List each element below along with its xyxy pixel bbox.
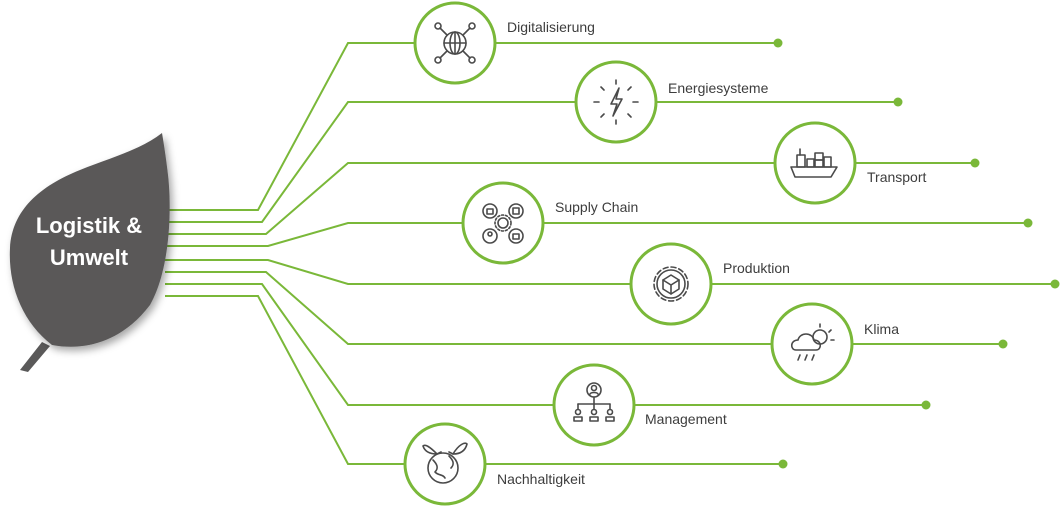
end-dot <box>893 97 903 107</box>
leaf-stem <box>20 342 50 372</box>
leaf-body <box>9 133 170 347</box>
node-transport <box>773 121 857 205</box>
branch-line-digitalisierung <box>165 42 778 211</box>
branch-line-transport <box>165 162 975 235</box>
supply-chain-cycle-icon <box>482 203 524 244</box>
globe-network-icon <box>434 22 476 64</box>
label-produktion: Produktion <box>723 260 790 276</box>
label-management: Management <box>645 411 727 427</box>
lightning-icon <box>593 79 639 125</box>
branch-line-produktion <box>165 259 1055 285</box>
center-title: Logistik & Umwelt <box>14 210 164 274</box>
label-transport: Transport <box>867 169 927 185</box>
end-dot <box>970 158 980 168</box>
node-supply-chain <box>461 181 545 265</box>
label-energiesysteme: Energiesysteme <box>668 80 769 96</box>
node-nachhaltigkeit <box>403 422 487 506</box>
branch-line-management <box>165 283 926 406</box>
end-dot <box>1023 218 1033 228</box>
gear-cube-icon <box>653 266 689 302</box>
label-klima: Klima <box>864 321 900 337</box>
node-digitalisierung <box>413 1 497 85</box>
branch-line-klima <box>165 271 1003 345</box>
node-produktion <box>629 242 713 326</box>
end-dot <box>998 339 1008 349</box>
branch-line-nachhaltigkeit <box>165 295 783 465</box>
node-klima <box>770 302 854 386</box>
end-dots <box>773 38 1060 469</box>
node-energiesysteme <box>574 60 658 144</box>
org-chart-icon <box>573 382 615 422</box>
leaf-shape <box>9 133 170 372</box>
branch-lines <box>165 42 1055 465</box>
label-digitalisierung: Digitalisierung <box>507 19 595 35</box>
end-dot <box>778 459 788 469</box>
center-title-line2: Umwelt <box>49 245 129 270</box>
cargo-ship-icon <box>790 148 838 178</box>
label-supply-chain: Supply Chain <box>555 199 639 215</box>
end-dot <box>921 400 931 410</box>
label-nachhaltigkeit: Nachhaltigkeit <box>497 471 585 487</box>
node-management <box>552 363 636 447</box>
end-dot <box>1050 279 1060 289</box>
cloud-sun-rain-icon <box>790 323 835 361</box>
center-title-line1: Logistik & <box>35 213 143 238</box>
end-dot <box>773 38 783 48</box>
branch-line-supply-chain <box>165 222 1028 247</box>
earth-leaf-icon <box>422 442 468 484</box>
